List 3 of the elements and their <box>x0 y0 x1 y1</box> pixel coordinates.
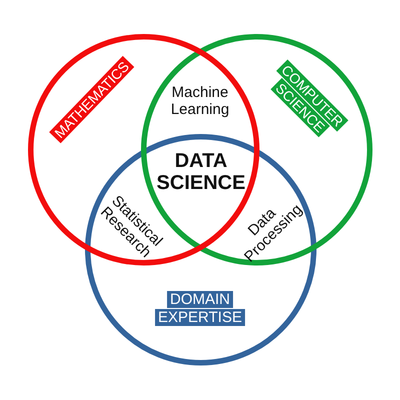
overlap-label: Machine Learning <box>170 84 230 118</box>
center-label: DATA SCIENCE <box>156 150 246 194</box>
set-label: DOMAIN EXPERTISE <box>155 291 245 327</box>
